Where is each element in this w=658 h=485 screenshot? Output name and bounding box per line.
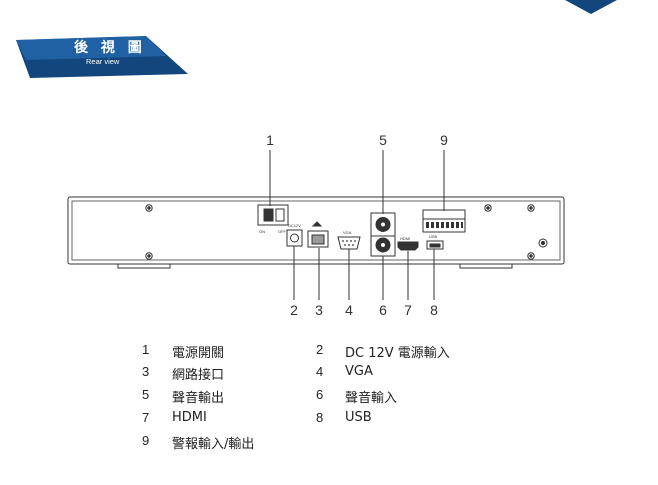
legend-number: 3 [142,364,150,379]
callout-number-4: 4 [345,302,353,318]
legend-label: 聲音輸出 [172,391,225,406]
power-switch-off-side [275,208,285,222]
chassis-inner [71,200,561,261]
legend-label: DC 12V 電源輸入 [345,346,450,361]
vga-port [337,236,361,250]
header-banner: 後 視 圖 Rear view [16,30,188,80]
legend-label: USB [345,410,372,425]
callout-number-8: 8 [430,302,438,318]
screw-icon [145,252,153,260]
legend-label: 電源開關 [172,346,225,361]
legend-label: HDMI [172,410,207,425]
power-off-label: OFF [278,229,287,234]
screw-icon [484,204,492,212]
alarm-terminal-body [422,218,466,233]
lan-port [307,230,329,248]
usb-label: USB [429,234,438,239]
banner-shape [16,36,188,78]
callout-number-6: 6 [379,302,387,318]
legend-number: 9 [142,433,150,448]
screw-icon [527,204,535,212]
legend-number: 7 [142,410,150,425]
ground-icon [538,238,548,248]
callout-number-7: 7 [404,302,412,318]
legend-label: 網路接口 [172,368,225,383]
page-title: 後 視 圖 [74,40,146,56]
legend-label: VGA [345,364,373,379]
usb-port [426,240,444,250]
alarm-terminal-top [422,209,466,220]
corner-decoration [565,0,617,14]
legend-number: 8 [316,410,324,425]
callout-number-1: 1 [266,132,274,148]
legend-number: 5 [142,387,150,402]
dc-jack [286,229,303,247]
screw-icon [527,252,535,260]
legend-number: 2 [316,342,324,357]
screw-icon [145,204,153,212]
legend-number: 6 [316,387,324,402]
power-switch-rocker [263,208,274,222]
foot-left [117,263,171,269]
power-switch [257,204,289,226]
hdmi-port [397,241,419,251]
dc-in-label: DC12V [288,223,301,228]
legend-label: 聲音輸入 [345,391,398,406]
foot-right [459,263,513,269]
vga-label: VGA [343,230,352,235]
power-on-label: ON [259,229,265,234]
chassis-outline [67,196,565,265]
network-icon [311,221,323,227]
legend-label: 警報輸入/輸出 [172,437,255,452]
hdmi-label: HDMI [400,236,410,241]
callout-number-9: 9 [440,132,448,148]
page-subtitle: Rear view [86,57,120,66]
legend-number: 1 [142,342,150,357]
legend-number: 4 [316,364,324,379]
callout-number-5: 5 [379,132,387,148]
callout-number-3: 3 [315,302,323,318]
dc-jack-hole [290,233,299,243]
callout-number-2: 2 [290,302,298,318]
